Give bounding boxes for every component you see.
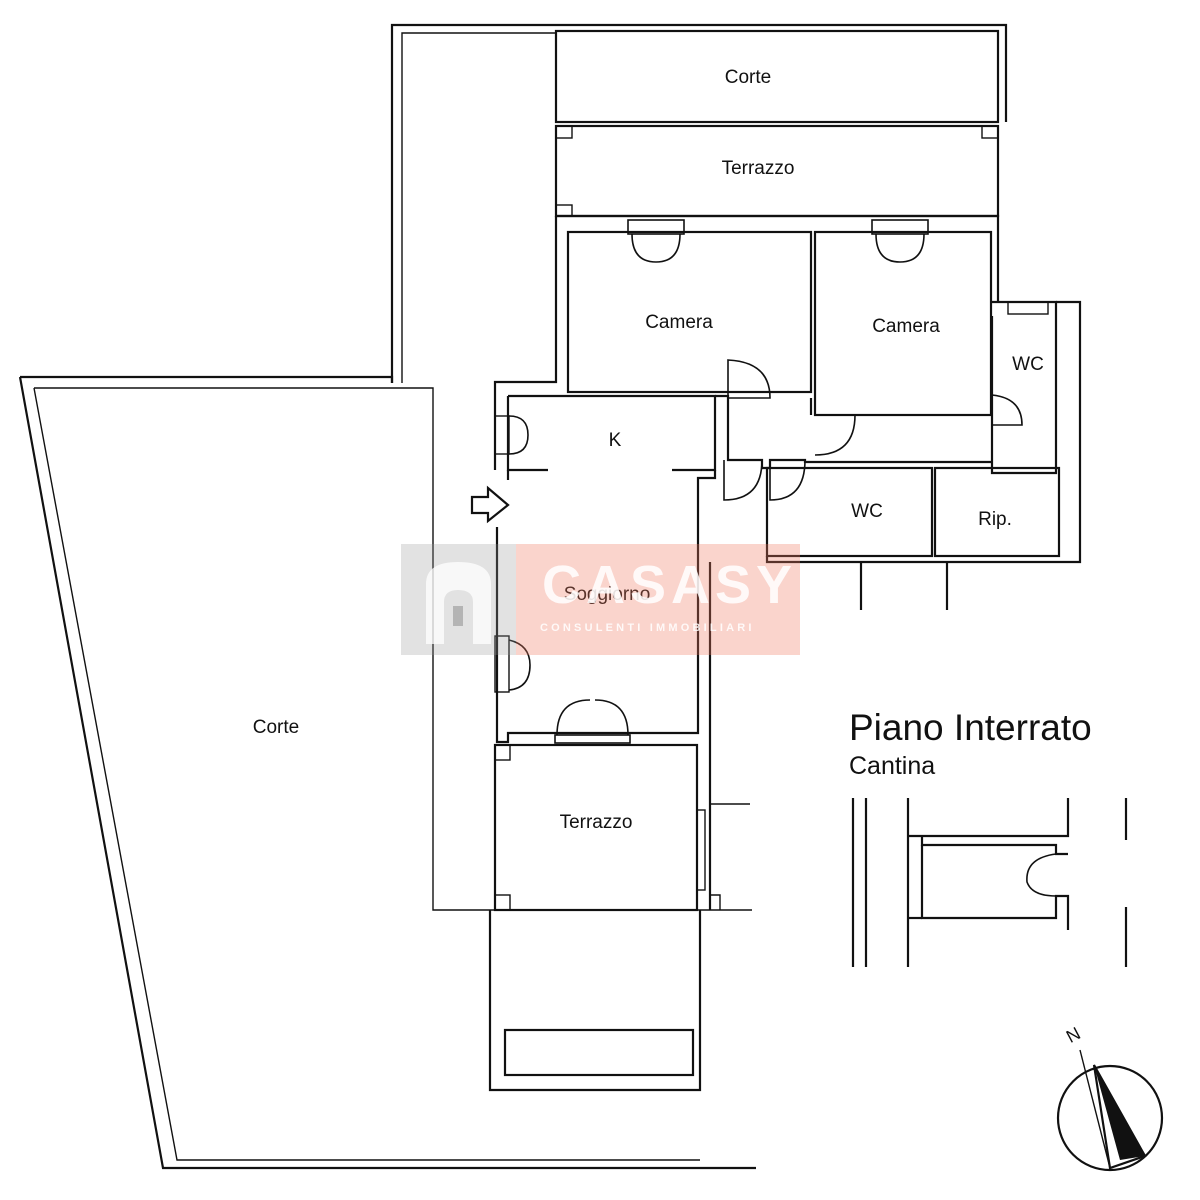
room-label-corte-left: Corte [252,717,300,738]
kitchen-walls [494,394,717,472]
room-label-wc-middle: WC [851,501,883,522]
room-label-soggiorno: Soggiorno [563,584,651,605]
room-label-camera-left: Camera [645,312,713,333]
wc-right-walls [968,300,1082,564]
wc-rip-walls [765,466,1061,610]
basement-title: Piano Interrato [849,707,1092,748]
basement-subtitle: Cantina [849,752,936,780]
room-label-corte-top: Corte [724,67,772,88]
room-label-terrazzo-bottom: Terrazzo [559,812,633,833]
bottom-terrazzo-walls [493,743,750,912]
bottom-corte-strip [488,910,702,1092]
left-corte-outline [18,375,756,1170]
room-label-kitchen: K [608,430,622,451]
cantina-drawing [851,798,1128,967]
hall-doors [715,359,992,501]
upper-corte-outline [390,23,1008,383]
living-room-walls [470,470,717,910]
room-label-ripostiglio: Rip. [978,509,1012,530]
room-label-camera-right: Camera [872,316,940,337]
room-label-terrazzo-top: Terrazzo [721,158,795,179]
compass-rose [1056,1049,1164,1172]
room-label-wc-right: WC [1012,354,1044,375]
bedroom-walls [493,214,1000,470]
